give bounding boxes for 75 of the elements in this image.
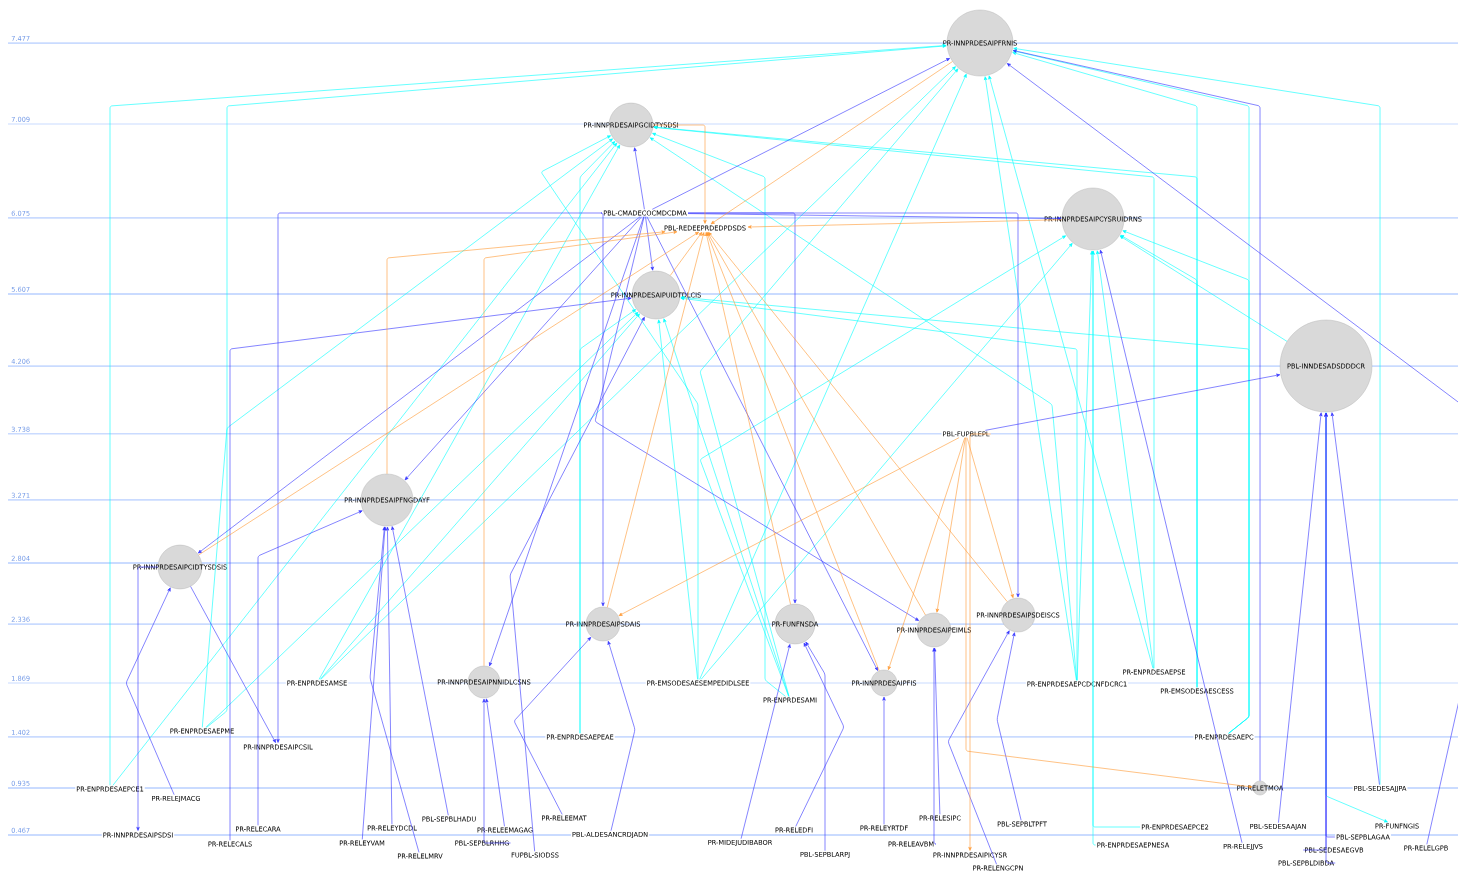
arrow: [708, 232, 1008, 602]
arrow: [404, 216, 642, 481]
arrow: [795, 642, 844, 827]
arrow: [968, 433, 992, 851]
arrow: [740, 644, 791, 839]
arrow: [985, 373, 1281, 431]
arrow: [391, 526, 449, 816]
arrow: [385, 526, 393, 825]
arrow: [633, 147, 645, 210]
arrow: [646, 216, 878, 671]
arrow: [1012, 51, 1198, 688]
arrow: [190, 586, 276, 743]
arrow: [652, 124, 707, 224]
arrow: [229, 296, 632, 841]
arrow: [1013, 47, 1381, 785]
arrow: [988, 75, 1154, 669]
arrow: [369, 526, 420, 853]
arrow: [1006, 63, 1458, 845]
arrow: [933, 647, 941, 815]
arrow: [607, 640, 635, 831]
arrow: [489, 216, 645, 667]
arrow: [747, 219, 1063, 229]
arrow: [483, 230, 678, 667]
arrow: [386, 230, 666, 475]
arrow: [707, 232, 926, 616]
arrow: [514, 637, 592, 815]
arrow: [1091, 250, 1096, 846]
arrow: [948, 630, 1010, 865]
arrow: [482, 698, 511, 844]
arrow: [198, 216, 641, 554]
arrow: [126, 587, 175, 795]
arrow: [205, 312, 639, 728]
arrow: [276, 212, 603, 743]
arrow: [687, 212, 1020, 598]
arrow: [319, 313, 640, 680]
arrow: [670, 232, 703, 276]
arrow: [652, 133, 786, 697]
arrow: [485, 698, 505, 827]
arrow: [932, 647, 937, 845]
arrow: [320, 66, 956, 680]
arrow: [1330, 412, 1380, 785]
arrow: [361, 526, 387, 840]
arrow: [1278, 412, 1323, 823]
arrow: [965, 437, 1253, 789]
arrow: [882, 696, 886, 825]
arrow: [202, 138, 613, 728]
arrow: [1119, 235, 1288, 342]
arrow: [595, 216, 919, 621]
arrow: [1076, 250, 1094, 681]
arrow: [710, 61, 953, 225]
arrow: [984, 76, 1077, 681]
arrow: [318, 144, 621, 680]
arrow: [966, 437, 1014, 598]
arrow: [705, 232, 791, 605]
arrow: [109, 44, 947, 786]
arrow: [112, 142, 618, 786]
arrow: [206, 44, 947, 728]
arrow: [652, 58, 950, 210]
arrow: [996, 632, 1022, 821]
arrow: [935, 437, 966, 613]
arrow: [663, 318, 790, 697]
arrow: [805, 641, 826, 851]
arrow: [607, 232, 705, 608]
arrow: [706, 232, 880, 672]
arrow: [618, 437, 960, 616]
arrow: [509, 316, 645, 852]
arrow: [198, 231, 699, 556]
arrow: [136, 566, 159, 831]
arrow: [600, 212, 605, 607]
arrow: [541, 135, 699, 680]
arrow: [1099, 249, 1243, 843]
arrow: [645, 216, 654, 271]
arrow: [887, 437, 966, 670]
arrow: [257, 510, 363, 826]
arrow: [579, 309, 636, 734]
